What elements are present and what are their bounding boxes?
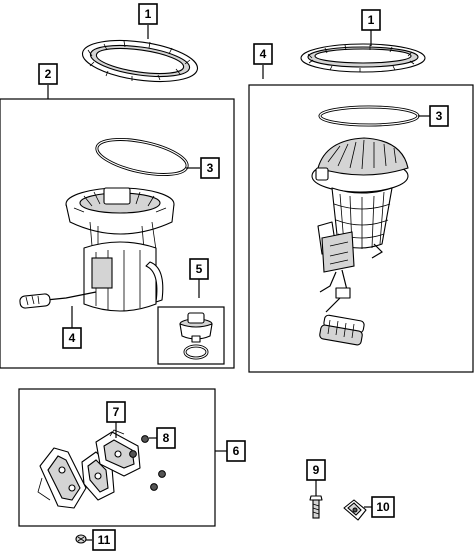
- svg-text:3: 3: [436, 109, 443, 123]
- lock-ring-right: [300, 43, 426, 73]
- svg-text:1: 1: [368, 13, 375, 27]
- callout-1-right: 1: [361, 9, 381, 31]
- callout-8: 8: [156, 427, 176, 449]
- assembly-frame-4: [248, 84, 474, 373]
- callout-3-left: 3: [200, 157, 220, 179]
- svg-text:4: 4: [260, 47, 267, 61]
- assembly-frame-2: [0, 98, 235, 369]
- svg-text:9: 9: [313, 463, 320, 477]
- callout-9: 9: [306, 459, 326, 481]
- callout-7: 7: [106, 401, 126, 423]
- bolt: [309, 495, 323, 519]
- callout-3-right: 3: [429, 105, 449, 127]
- clip-nut: [343, 499, 367, 521]
- fuel-pump-module-left: [19, 187, 175, 312]
- assembly-frame-6: [18, 388, 216, 527]
- o-ring-seal-left: [95, 137, 189, 177]
- mounting-bracket-right: [95, 429, 141, 477]
- fuel-pressure-regulator: [179, 312, 213, 360]
- svg-text:4: 4: [69, 331, 76, 345]
- svg-text:3: 3: [207, 161, 214, 175]
- callout-10: 10: [371, 496, 395, 518]
- svg-text:8: 8: [163, 431, 170, 445]
- assembly-frame-5: [157, 306, 225, 365]
- fuel-pump-module-right: [311, 137, 409, 346]
- callout-6: 6: [226, 440, 246, 462]
- lock-ring-left: [81, 39, 199, 83]
- callout-4-right: 4: [253, 43, 273, 65]
- svg-text:11: 11: [98, 533, 111, 547]
- svg-text:6: 6: [233, 444, 240, 458]
- screw: [75, 534, 92, 544]
- svg-text:5: 5: [196, 262, 203, 276]
- callout-2: 2: [38, 63, 58, 85]
- o-ring-seal-right: [318, 105, 420, 127]
- svg-text:7: 7: [113, 405, 120, 419]
- nut-set: [129, 435, 166, 491]
- svg-text:2: 2: [45, 67, 52, 81]
- callout-11: 11: [92, 529, 116, 551]
- callout-4-left: 4: [62, 327, 82, 349]
- callout-1-left: 1: [138, 3, 158, 25]
- svg-text:1: 1: [145, 7, 152, 21]
- callout-5: 5: [189, 258, 209, 280]
- mounting-bracket-left: [37, 447, 87, 509]
- svg-text:10: 10: [376, 500, 390, 514]
